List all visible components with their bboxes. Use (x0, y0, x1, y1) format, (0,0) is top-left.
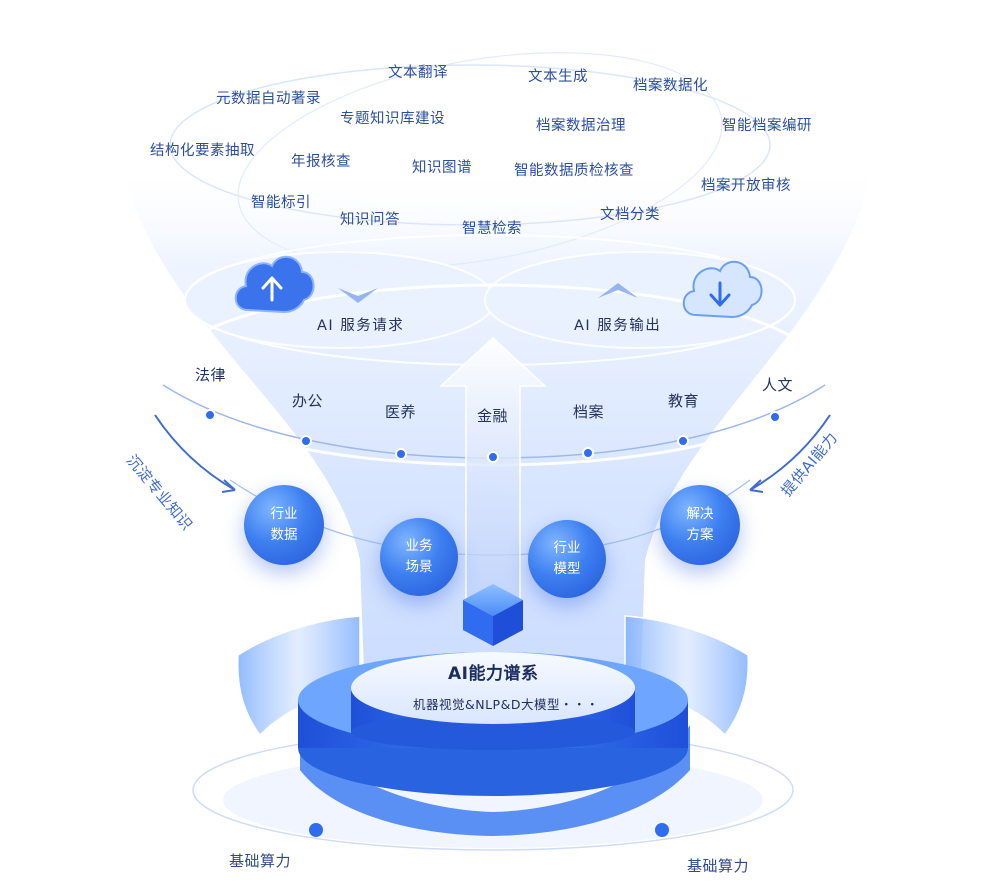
industry-dot (300, 435, 312, 447)
sphere-industry-model: 行业模型 (528, 520, 606, 598)
app-label: 文本翻译 (388, 65, 448, 81)
industry-label: 法律 (195, 366, 227, 384)
app-label: 专题知识库建设 (340, 111, 445, 127)
sphere-industry-data: 行业数据 (244, 485, 324, 565)
industry-label: 人文 (762, 376, 794, 394)
industry-label: 教育 (668, 392, 700, 410)
app-label: 文档分类 (600, 207, 660, 223)
base-label-right: 基础算力 (687, 857, 750, 875)
core-subtitle: 机器视觉&NLP&D大模型・・・ (413, 697, 599, 712)
industry-dot (487, 451, 499, 463)
app-label: 文本生成 (528, 69, 588, 85)
app-label: 档案数据治理 (536, 118, 626, 134)
app-label: 知识问答 (340, 212, 400, 228)
service-output-label: AI 服务输出 (574, 318, 662, 334)
app-label: 元数据自动著录 (216, 91, 321, 107)
industry-dot (769, 411, 781, 423)
app-label: 智慧检索 (462, 221, 522, 237)
base-dot (309, 823, 323, 837)
app-label: 档案开放审核 (701, 178, 791, 194)
app-label: 智能标引 (251, 195, 311, 211)
app-label: 结构化要素抽取 (150, 143, 255, 159)
sphere-solution: 解决方案 (660, 485, 740, 565)
cloud-download-icon (682, 261, 763, 319)
industry-label: 办公 (292, 392, 324, 410)
app-label: 智能数据质检核查 (514, 163, 634, 179)
cube-icon (463, 584, 523, 646)
app-label: 年报核查 (291, 154, 351, 170)
industry-dot (582, 447, 594, 459)
industry-label: 医养 (385, 403, 417, 421)
industry-dot (204, 409, 216, 421)
app-label: 智能档案编研 (722, 118, 812, 134)
sphere-business-scenario: 业务场景 (380, 518, 458, 596)
service-request-label: AI 服务请求 (317, 318, 405, 334)
cloud-upload-icon (234, 256, 315, 314)
app-label: 知识图谱 (412, 160, 472, 176)
base-dot (655, 823, 669, 837)
industry-label: 档案 (573, 403, 605, 421)
industry-dot (677, 435, 689, 447)
base-label-left: 基础算力 (229, 852, 292, 870)
app-label: 档案数据化 (633, 78, 708, 94)
industry-dot (395, 448, 407, 460)
core-title: AI能力谱系 (448, 664, 539, 684)
industry-label: 金融 (477, 407, 509, 425)
